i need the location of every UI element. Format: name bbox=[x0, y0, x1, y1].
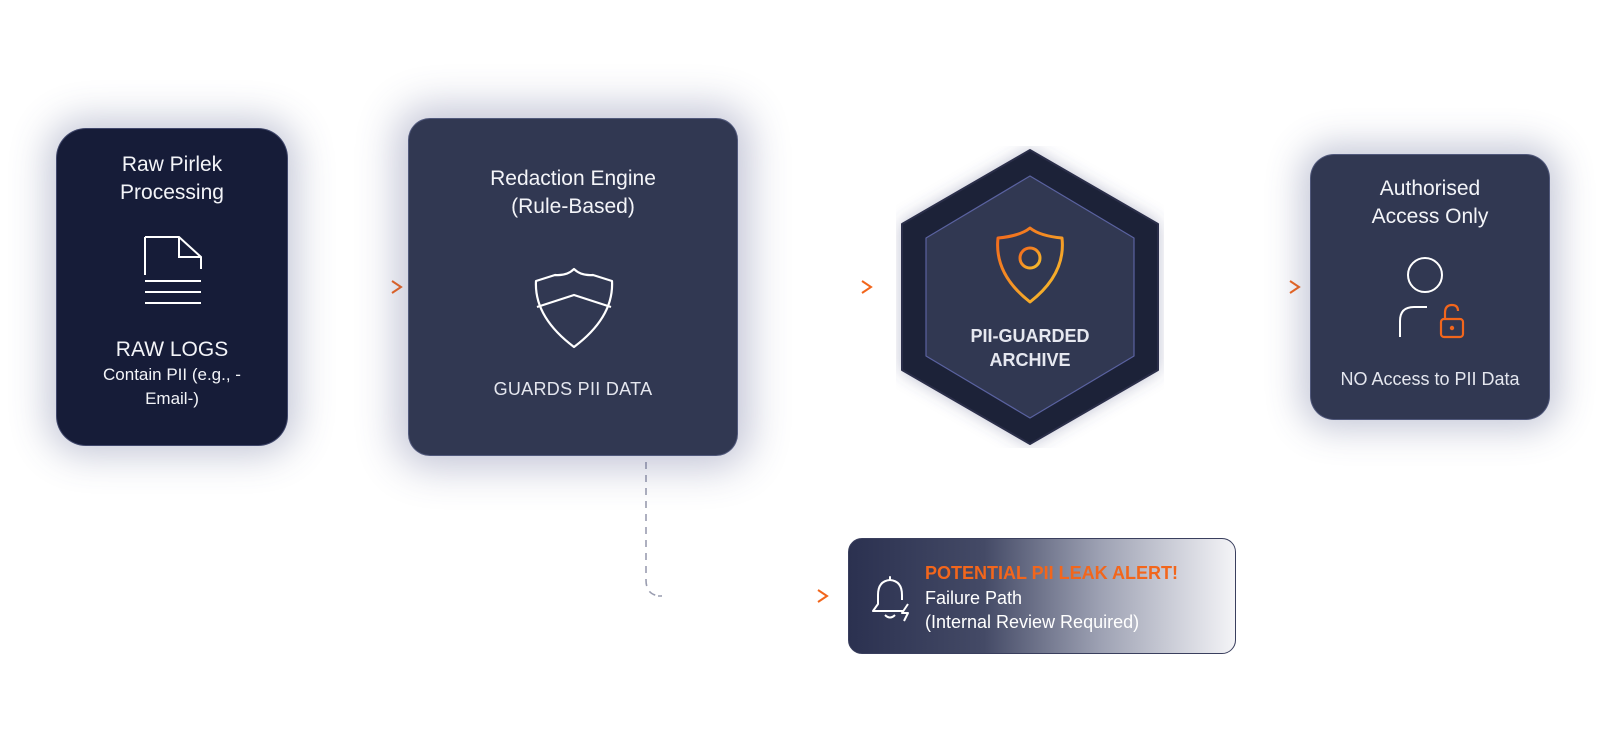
engine-label: GUARDS PII DATA bbox=[493, 379, 653, 399]
engine-title-line2: (Rule-Based) bbox=[511, 195, 635, 218]
access-title-line1: Authorised bbox=[1379, 177, 1481, 200]
bell-alert-icon bbox=[872, 576, 909, 622]
alert-line2: (Internal Review Required) bbox=[925, 612, 1140, 632]
redaction-engine-node: Redaction Engine (Rule-Based) GUARDS PII… bbox=[408, 118, 738, 456]
connector-engine-to-archive bbox=[740, 280, 873, 294]
shield-icon bbox=[534, 267, 614, 349]
connector-failure-path bbox=[645, 462, 829, 603]
access-title-line2: Access Only bbox=[1371, 205, 1489, 228]
raw-logs-sub-line2: Email-) bbox=[145, 389, 199, 408]
alert-line1: Failure Path bbox=[925, 588, 1023, 608]
raw-logs-sub-line1: Contain PII (e.g., - bbox=[103, 365, 241, 384]
document-icon bbox=[144, 236, 202, 304]
connector-raw-to-engine bbox=[292, 280, 403, 294]
user-unlock-icon bbox=[1399, 257, 1465, 339]
connector-archive-to-access bbox=[1184, 280, 1301, 294]
archive-label-line2: ARCHIVE bbox=[989, 350, 1071, 370]
authorised-access-node: Authorised Access Only NO Access to PII … bbox=[1310, 154, 1550, 420]
alert-title: POTENTIAL PII LEAK ALERT! bbox=[925, 563, 1179, 583]
pii-leak-alert: POTENTIAL PII LEAK ALERT! Failure Path (… bbox=[848, 538, 1236, 654]
raw-processing-node: Raw Pirlek Processing RAW LOGS Contain P… bbox=[56, 128, 288, 446]
raw-title-line2: Processing bbox=[120, 181, 224, 204]
raw-title-line1: Raw Pirlek bbox=[121, 153, 223, 176]
archive-hexagon bbox=[901, 149, 1159, 445]
archive-label-line1: PII-GUARDED bbox=[970, 326, 1090, 346]
pii-guarded-archive-node bbox=[896, 146, 1164, 448]
unlock-icon bbox=[1439, 303, 1465, 339]
archive-label: PII-GUARDED ARCHIVE bbox=[946, 324, 1114, 372]
access-label: NO Access to PII Data bbox=[1340, 369, 1520, 389]
raw-logs-label: RAW LOGS bbox=[115, 338, 229, 361]
engine-title-line1: Redaction Engine bbox=[490, 167, 656, 190]
shield-search-icon bbox=[996, 226, 1064, 304]
